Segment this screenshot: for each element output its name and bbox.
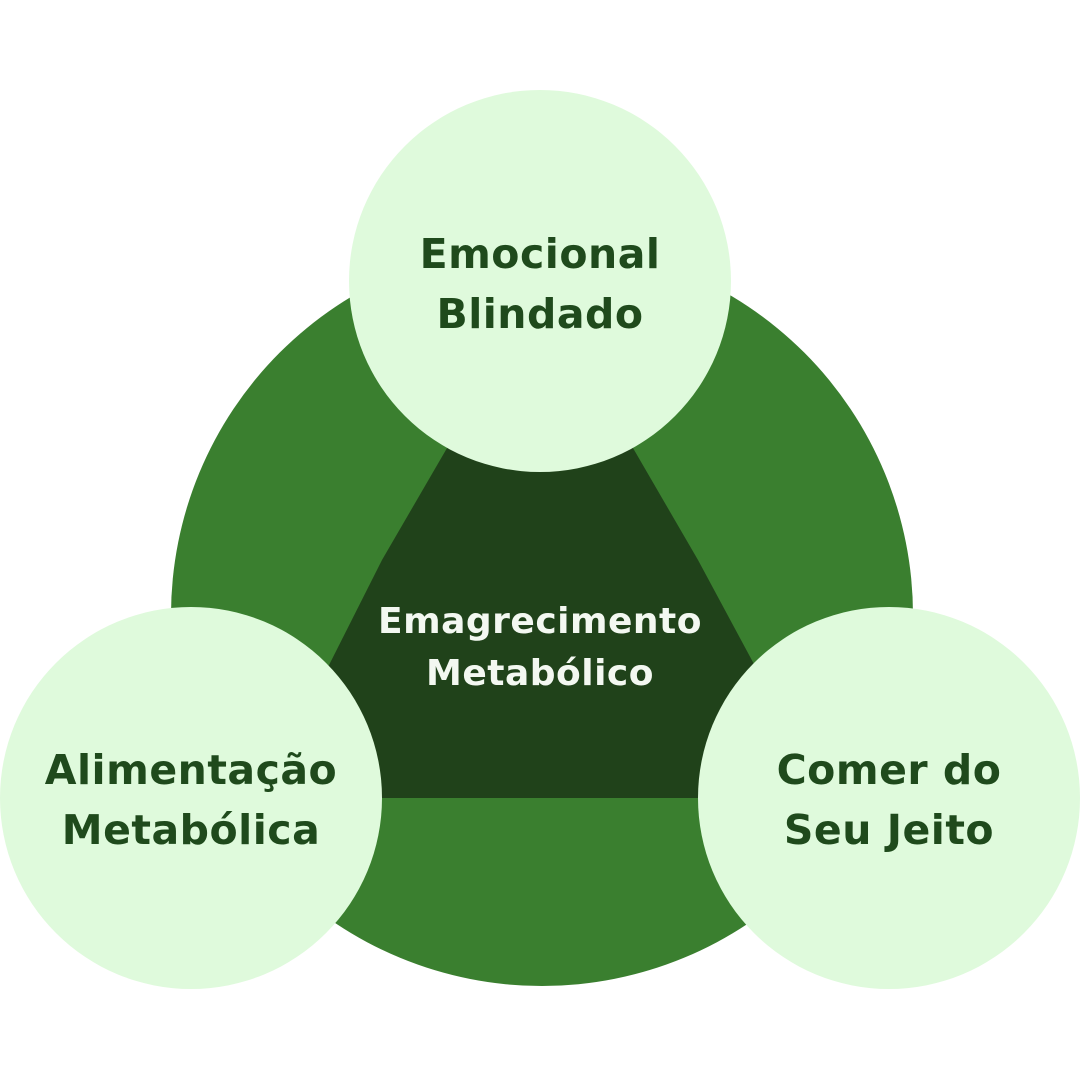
- pillar-circle-right: [698, 607, 1080, 989]
- pillar-label-left: Alimentação Metabólica: [0, 740, 382, 860]
- pillar-right-line1: Comer do: [776, 746, 1002, 794]
- center-label: Emagrecimento Metabólico: [340, 596, 740, 700]
- pillar-top-line2: Blindado: [436, 290, 644, 338]
- pillar-circle-left: [0, 607, 382, 989]
- pillar-circle-top: [349, 90, 731, 472]
- center-line2: Metabólico: [426, 653, 654, 694]
- pillar-label-top: Emocional Blindado: [340, 224, 740, 344]
- pillar-top-line1: Emocional: [419, 230, 661, 278]
- center-triangle: [262, 288, 826, 798]
- pillar-label-right: Comer do Seu Jeito: [698, 740, 1080, 860]
- center-line1: Emagrecimento: [377, 601, 702, 642]
- pillar-right-line2: Seu Jeito: [783, 806, 995, 854]
- pillar-left-line1: Alimentação: [44, 746, 338, 794]
- pillar-left-line2: Metabólica: [61, 806, 321, 854]
